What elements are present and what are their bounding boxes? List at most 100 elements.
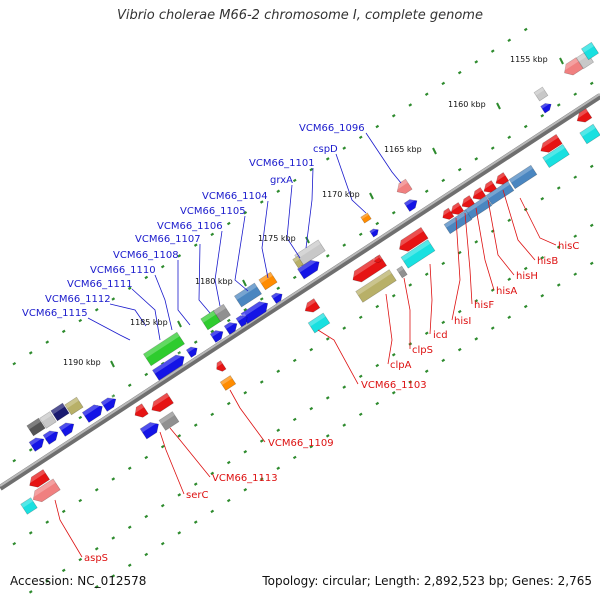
track-dash [474,299,479,303]
track-dash [375,221,380,226]
gene-vcm66-1112 [185,344,198,358]
track-dash [309,167,314,172]
track-dash [259,439,264,443]
track-dash [243,488,248,492]
track-dash [61,509,66,514]
kbp-tick [305,236,310,244]
track-dash [78,498,83,503]
gene-red-1 [574,108,593,123]
track-dash [474,60,479,64]
track-dash [193,520,198,524]
gene-label-vcm66-1107: VCM66_1107 [135,234,201,245]
track-dash [441,320,446,325]
gene-red-pink-top [560,57,584,76]
track-dash [358,374,363,379]
leader-icd [429,263,433,335]
gene-vcm66-1101-blue [297,256,320,280]
track-dash [556,245,561,249]
track-dash [226,318,231,323]
track-dash [28,448,33,452]
gene-label-icd: icd [433,330,448,341]
gene-label-cspd: cspD [313,144,338,155]
leader-serc [159,431,185,495]
gene-cyan-2 [542,143,570,169]
gene-grey-small [533,86,549,102]
gene-hish [470,187,487,200]
gene-vcm66-1096 [393,178,413,194]
track-dash [573,92,578,96]
gene-hisb [481,180,498,193]
track-dash [61,568,66,573]
gene-label-vcm66-1105: VCM66_1105 [180,206,246,217]
chromosome-backbone [0,93,600,491]
gene-label-hisc: hisC [558,241,579,252]
track-dash [507,135,512,140]
track-dash [210,412,215,417]
track-dash [358,315,363,320]
gene-label-hisi: hisI [454,316,471,327]
leader-hisc [519,197,557,246]
gene-icd-cyan [400,239,436,269]
leader-asps [54,499,83,558]
kbp-label-1190: 1190 kbp [63,358,101,367]
track-dash [589,164,594,169]
track-dash [111,297,116,301]
track-dash [259,297,264,301]
leader-vcm66-1110 [154,274,173,331]
gene-vcm66-1107-grey [213,303,231,323]
gene-label-vcm66-1101: VCM66_1101 [249,158,315,169]
track-dash [358,232,363,237]
track-dash [144,275,149,280]
track-dash [226,401,231,406]
gene-label-serc: serC [186,490,208,501]
track-dash [177,434,182,438]
track-dash [127,525,132,529]
track-dash [540,197,545,201]
gene-vcm66-1096-blue [403,196,418,212]
track-dash [391,391,396,395]
track-dash [342,243,347,247]
kbp-label-1155: 1155 kbp [510,55,548,64]
gene-label-vcm66-1106: VCM66_1106 [157,221,223,232]
accession-info: Accession: NC_012578 [10,574,146,588]
track-dash [325,396,330,400]
track-dash [325,434,330,438]
track-dash [177,254,182,258]
track-dash [441,261,446,266]
kbp-label-1170: 1170 kbp [322,190,360,199]
track-dash [243,391,248,395]
track-dash [457,347,462,352]
track-dash [474,337,479,341]
gene-icd [395,226,429,252]
track-dash [507,277,512,282]
kbp-tick [496,102,501,110]
track-dash [292,455,297,460]
track-dash [210,471,215,476]
track-dash [589,223,594,228]
track-dash [523,27,528,32]
track-dash [342,146,347,150]
track-dash [457,250,462,255]
genes-label: Genes: [511,574,554,588]
track-dash [193,340,198,344]
track-dash [276,466,281,470]
track-dash [193,243,198,247]
kbp-label-1165: 1165 kbp [384,145,422,154]
track-dash [127,563,132,567]
track-dash [45,340,50,344]
gene-label-vcm66-1104: VCM66_1104 [202,191,268,202]
track-dash [523,124,528,129]
gene-label-grxa: grxA [270,175,293,186]
gene-label-vcm66-1112: VCM66_1112 [45,294,111,305]
gene-label-hisf: hisF [474,300,494,311]
gene-label-vcm66-1103: VCM66_1103 [361,380,427,391]
track-dash [94,547,99,551]
track-dash [160,541,165,546]
track-dash [28,351,33,355]
gene-cspd-blue [369,226,379,238]
track-dash [391,353,396,357]
track-dash [573,272,578,276]
length-value: 2,892,523 bp [423,574,504,588]
leader-vcm66-1101 [305,167,314,249]
